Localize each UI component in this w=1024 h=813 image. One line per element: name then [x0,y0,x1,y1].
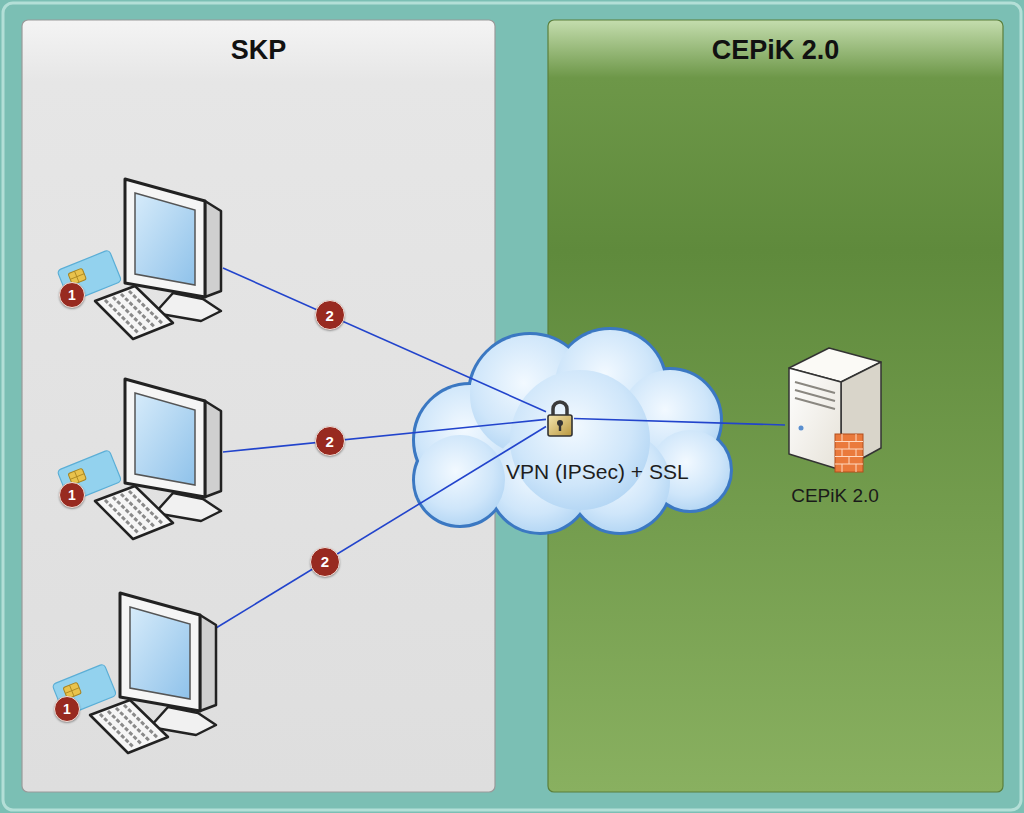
drawing-part [799,426,804,431]
network-link [223,419,546,452]
drawing-part [124,705,158,738]
drawing-part [130,607,190,699]
workstation: 1 [55,173,223,345]
drawing-part [90,700,168,753]
drawing-part [510,370,650,510]
skp-panel: SKP 1 1 1 [22,20,495,792]
callout-number: 1 [59,482,85,508]
drawing-part [205,401,221,497]
drawing-part [135,393,195,485]
drawing-part [510,370,650,510]
drawing-part [205,201,221,297]
drawing-part [835,434,863,472]
drawing-part [120,593,200,711]
drawing-part [415,435,505,525]
network-link [223,268,546,412]
cepik-panel: CEPiK 2.0CEPiK 2.0 [548,20,1003,792]
drawing-part [200,615,216,711]
drawing-part [125,179,205,297]
server-label: CEPiK 2.0 [791,485,879,507]
callout-number: 2 [310,547,340,577]
network-link [574,418,785,425]
drawing-part [559,424,561,431]
drawing-part [129,291,163,324]
panel-heading: SKP [22,20,495,66]
callout-number: 2 [315,426,345,456]
workstation-icon [50,587,218,759]
firewall [835,434,863,472]
drawing-part [548,415,572,436]
keyboard-keys [100,705,158,748]
drawing-part [415,330,730,532]
network-link [216,427,546,628]
workstation-icon [55,173,223,345]
drawing-part [95,286,173,339]
drawing-part [95,486,173,539]
workstation: 1 [50,587,218,759]
drawing-part [129,491,163,524]
callout-number: 1 [54,696,80,722]
server: CEPiK 2.0 [785,338,885,473]
window-frame [3,3,1021,810]
panel-heading: CEPiK 2.0 [548,20,1003,66]
drawing-part [125,379,205,497]
keyboard-keys [105,291,163,334]
workstation-icon [55,373,223,545]
vpn-lock: VPN (IPSec) + SSL [546,398,574,438]
server-icon [785,338,885,473]
vpn-cloud [415,330,730,532]
drawing-part [415,330,730,532]
drawing-part [835,434,863,472]
workstation: 1 [55,373,223,545]
cloud-label: VPN (IPSec) + SSL [506,460,689,484]
keyboard-keys [105,491,163,534]
callout-number: 1 [59,282,85,308]
drawing-part [789,368,841,470]
drawing-part [795,382,835,409]
callout-number: 2 [315,300,345,330]
drawing-part [135,193,195,285]
drawing-part [415,435,505,525]
lock-icon [546,398,574,438]
